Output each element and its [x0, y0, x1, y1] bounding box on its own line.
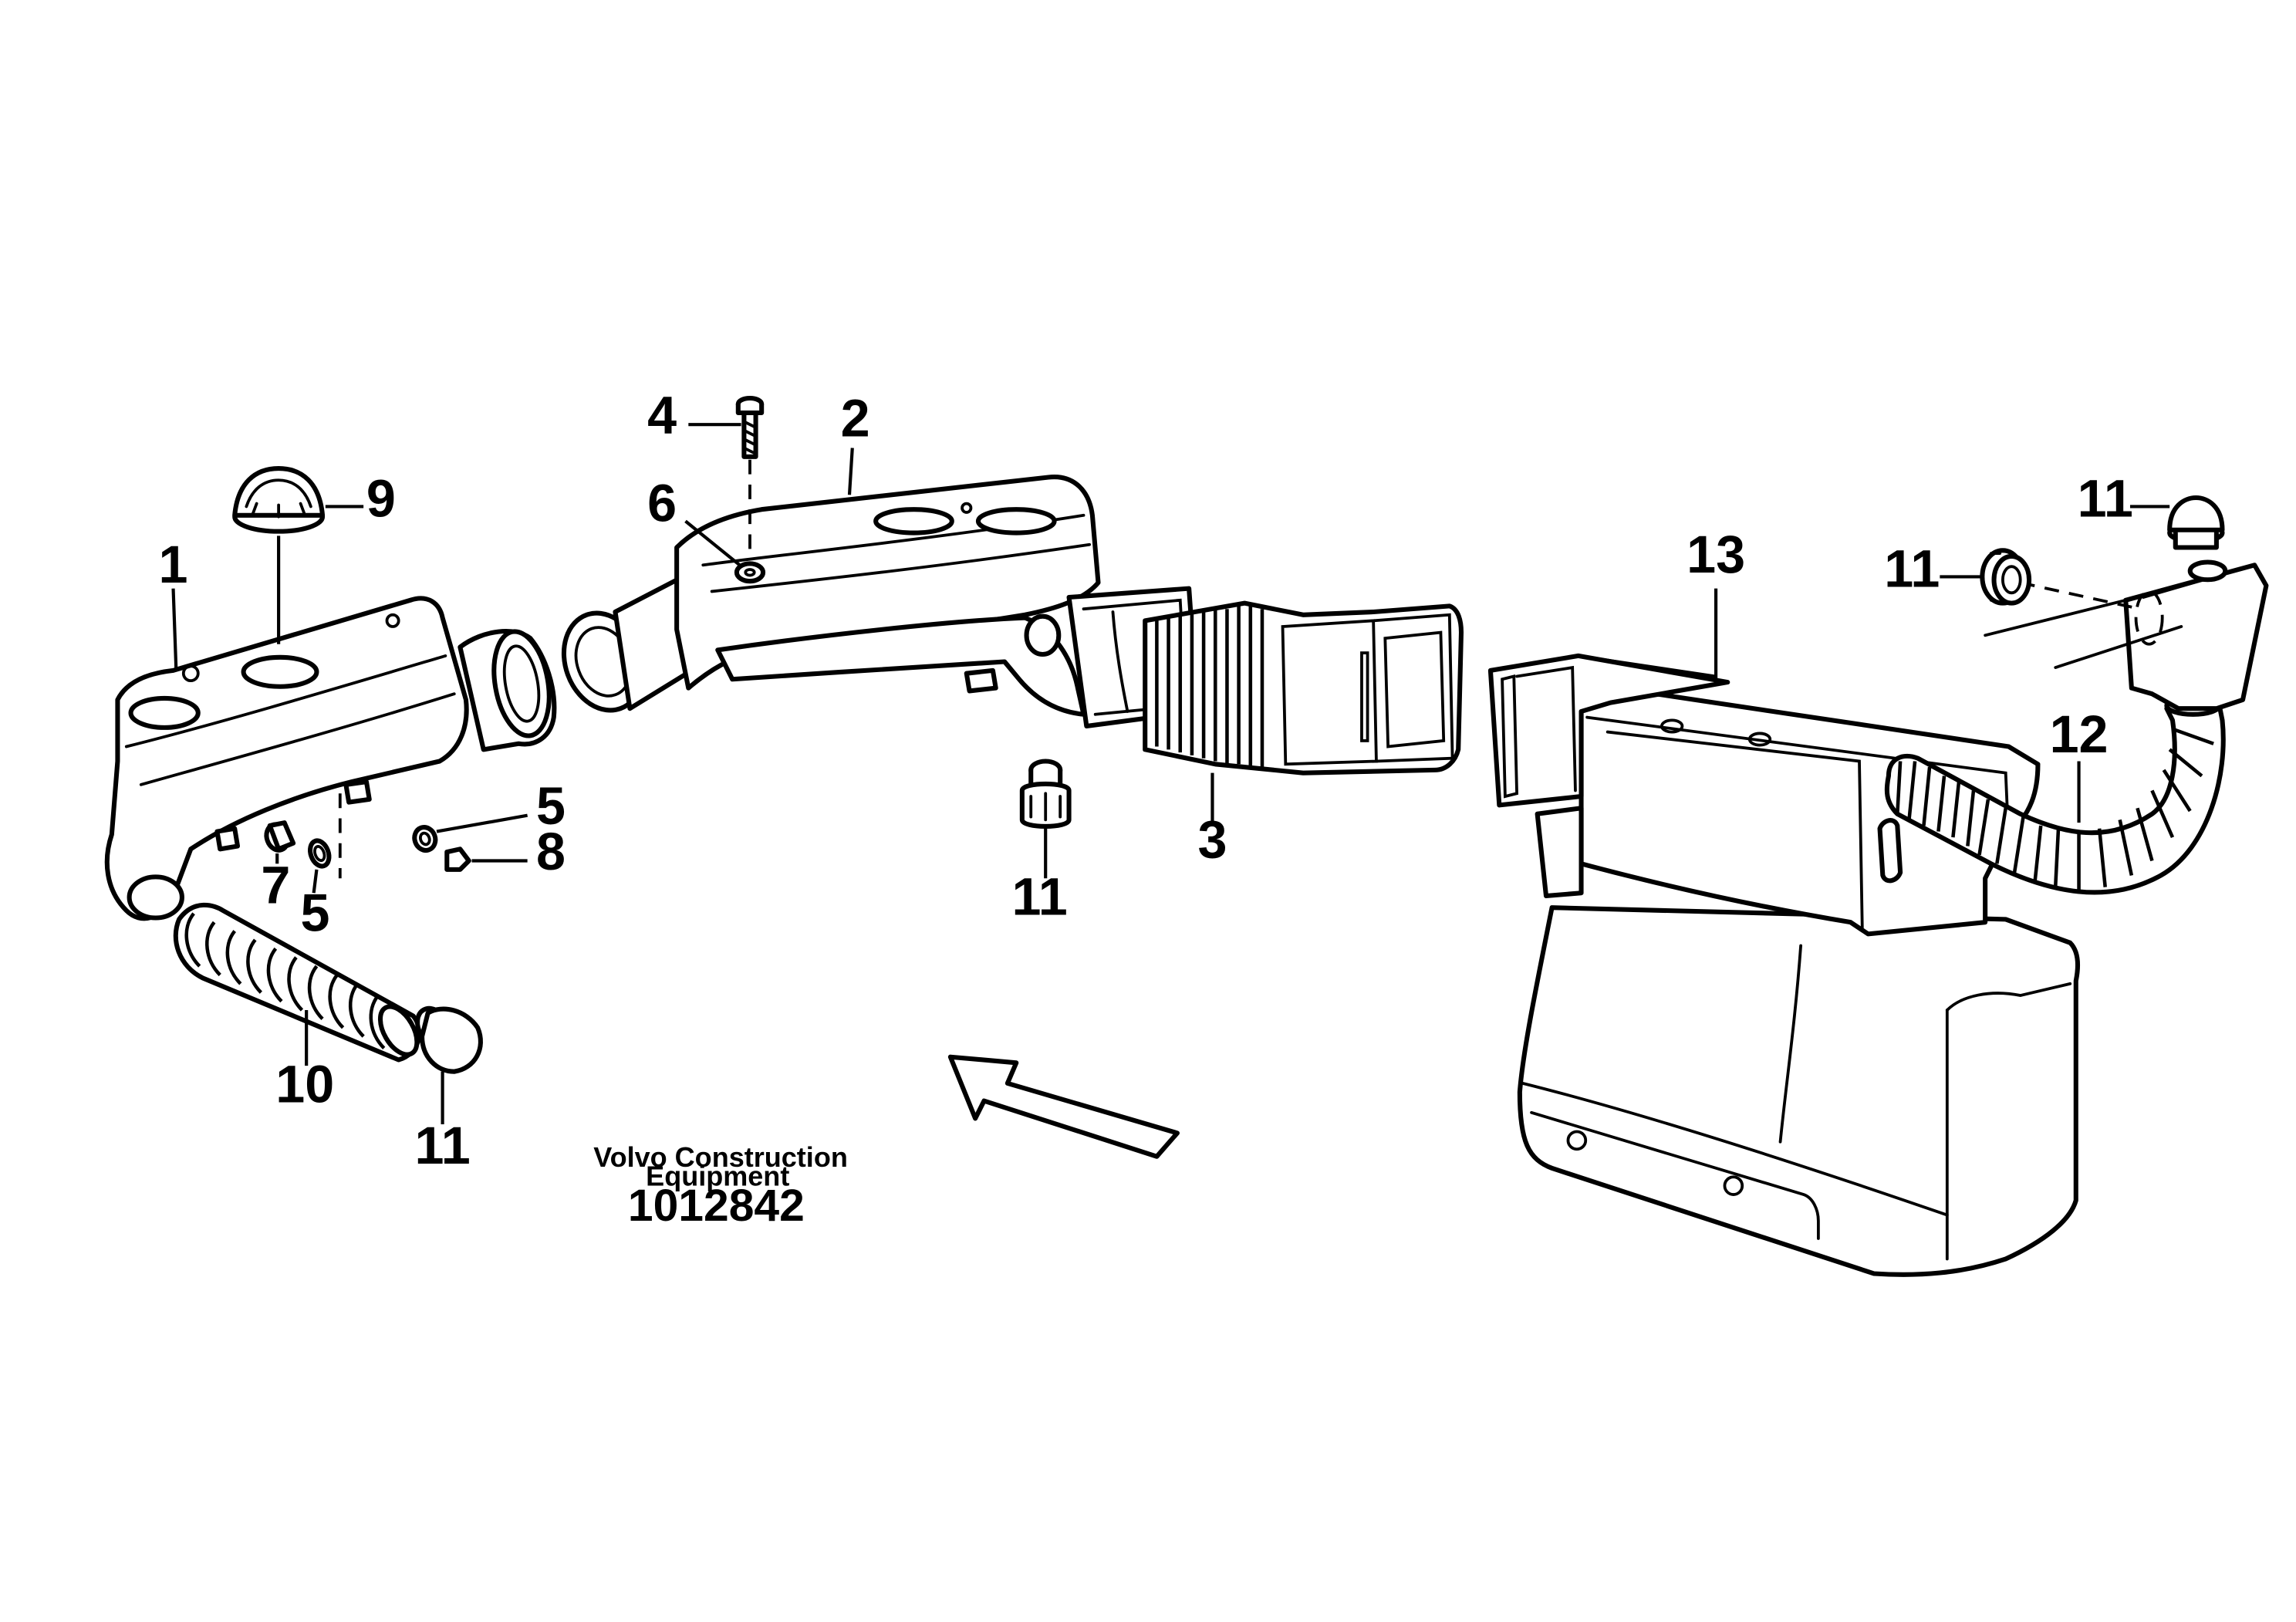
callout-6: 6	[647, 474, 677, 532]
washer-tank-bracket	[1984, 559, 2269, 711]
callout-labels: 1 2 3 4 5 5 6 7 8 9 10 11 11 11 11 12 13	[159, 387, 2133, 1176]
plug-11-middle	[1019, 759, 1072, 879]
leader-lines	[171, 505, 364, 1066]
corrugated-hose-10	[173, 902, 422, 1063]
callout-8: 8	[536, 823, 566, 881]
bellows-3	[1143, 600, 1464, 823]
plug-11-upper-right	[2129, 495, 2225, 550]
callout-7: 7	[261, 857, 290, 915]
callout-11-lower-left: 11	[414, 1117, 470, 1175]
callout-11-right: 11	[1884, 540, 1940, 599]
callout-13: 13	[1687, 525, 1745, 584]
callout-3: 3	[1197, 811, 1227, 870]
callout-9: 9	[366, 470, 396, 529]
callout-5-lower: 5	[301, 884, 330, 943]
callout-5-right: 5	[536, 777, 566, 836]
screw-4-and-washer-6	[684, 395, 854, 584]
grommet-11-right	[1940, 548, 2032, 606]
grommet-9	[232, 466, 326, 644]
plug-11-lower-left	[415, 1005, 483, 1124]
direction-arrow	[947, 1054, 1180, 1159]
left-air-duct	[104, 596, 557, 921]
callout-11-upper-right: 11	[2078, 470, 2133, 529]
callout-11-middle: 11	[1012, 868, 1068, 927]
callout-2: 2	[841, 389, 870, 448]
corrugated-hose-12	[1884, 694, 2226, 895]
heater-unit-13	[1487, 588, 2081, 1277]
drawing-footer: Volvo Construction Equipment 1012842	[593, 1141, 848, 1231]
callout-1: 1	[159, 536, 188, 594]
callout-12: 12	[2050, 705, 2109, 764]
hardware-7-5-8	[264, 793, 528, 894]
callout-4: 4	[647, 387, 677, 445]
company-name-line1: Volvo Construction	[593, 1141, 848, 1173]
drawing-number: 1012842	[628, 1181, 805, 1231]
middle-air-duct	[561, 475, 1200, 729]
company-name-line2: Equipment	[646, 1161, 789, 1192]
callout-10: 10	[275, 1056, 334, 1114]
